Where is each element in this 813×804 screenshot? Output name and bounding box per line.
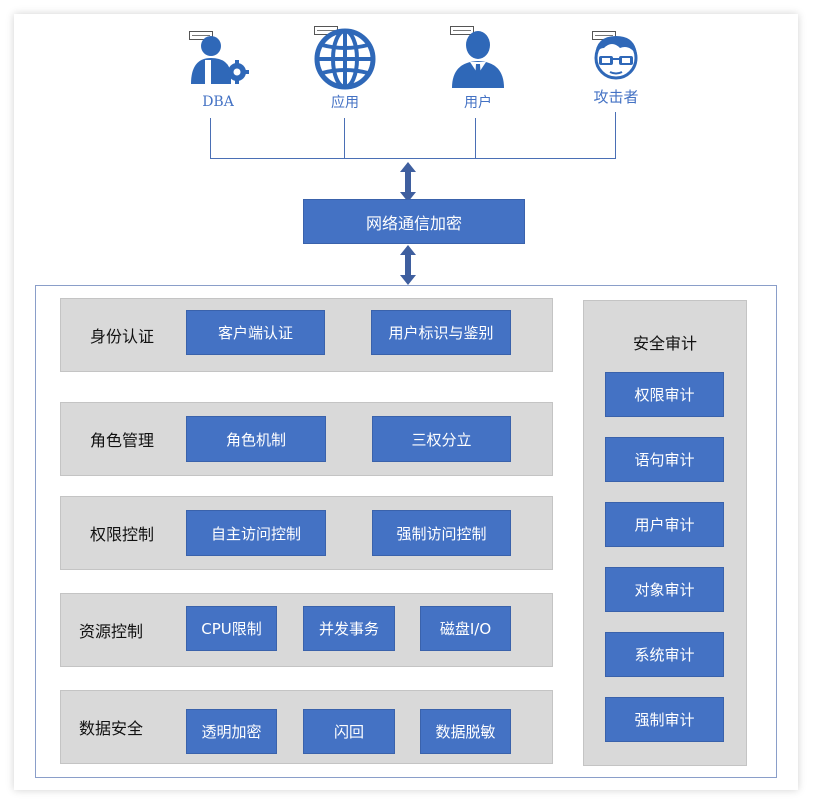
flashback-box: 闪回 xyxy=(303,709,395,754)
permission-audit-box: 权限审计 xyxy=(605,372,724,417)
mandatory-audit-box: 强制审计 xyxy=(605,697,724,742)
system-audit-box: 系统审计 xyxy=(605,632,724,677)
mac-box: 强制访问控制 xyxy=(372,510,511,556)
user-audit-box: 用户审计 xyxy=(605,502,724,547)
connector-bus xyxy=(210,158,616,159)
row-title: 数据安全 xyxy=(78,719,143,738)
row-title: 权限控制 xyxy=(89,525,154,544)
actor-user: 用户 xyxy=(433,28,523,114)
connector-line xyxy=(615,112,616,159)
actor-application: 应用 xyxy=(300,28,390,114)
actor-tag xyxy=(189,31,213,40)
network-encryption-box: 网络通信加密 xyxy=(303,199,525,244)
actor-label: 攻击者 xyxy=(593,88,639,106)
security-framework-frame xyxy=(35,285,777,778)
separation-of-powers-box: 三权分立 xyxy=(372,416,511,462)
hacker-glasses-icon xyxy=(594,36,638,80)
statement-audit-box: 语句审计 xyxy=(605,437,724,482)
cpu-limit-box: CPU限制 xyxy=(186,606,277,651)
actor-attacker: 攻击者 xyxy=(571,34,661,114)
double-arrow-icon xyxy=(400,245,416,285)
row-title: 身份认证 xyxy=(89,327,154,346)
user-suit-icon xyxy=(452,31,504,88)
actor-label: 用户 xyxy=(464,95,492,111)
transparent-encryption-box: 透明加密 xyxy=(186,709,277,754)
audit-title: 安全审计 xyxy=(632,334,697,353)
connector-line xyxy=(475,118,476,159)
actor-label: DBA xyxy=(202,94,234,110)
concurrent-transactions-box: 并发事务 xyxy=(303,606,395,651)
data-masking-box: 数据脱敏 xyxy=(420,709,511,754)
client-auth-box: 客户端认证 xyxy=(186,310,325,355)
connector-line xyxy=(210,118,211,159)
role-mechanism-box: 角色机制 xyxy=(186,416,326,462)
disk-io-box: 磁盘I/O xyxy=(420,606,511,651)
actor-dba: DBA xyxy=(173,34,263,114)
object-audit-box: 对象审计 xyxy=(605,567,724,612)
row-title: 资源控制 xyxy=(78,622,143,641)
user-identification-box: 用户标识与鉴别 xyxy=(371,310,511,355)
connector-line xyxy=(344,118,345,159)
double-arrow-icon xyxy=(400,162,416,202)
dac-box: 自主访问控制 xyxy=(186,510,326,556)
actor-label: 应用 xyxy=(331,95,359,111)
globe-icon xyxy=(314,28,376,90)
row-title: 角色管理 xyxy=(89,431,154,450)
dba-user-gear-icon xyxy=(191,36,249,84)
actor-tag xyxy=(450,26,474,35)
